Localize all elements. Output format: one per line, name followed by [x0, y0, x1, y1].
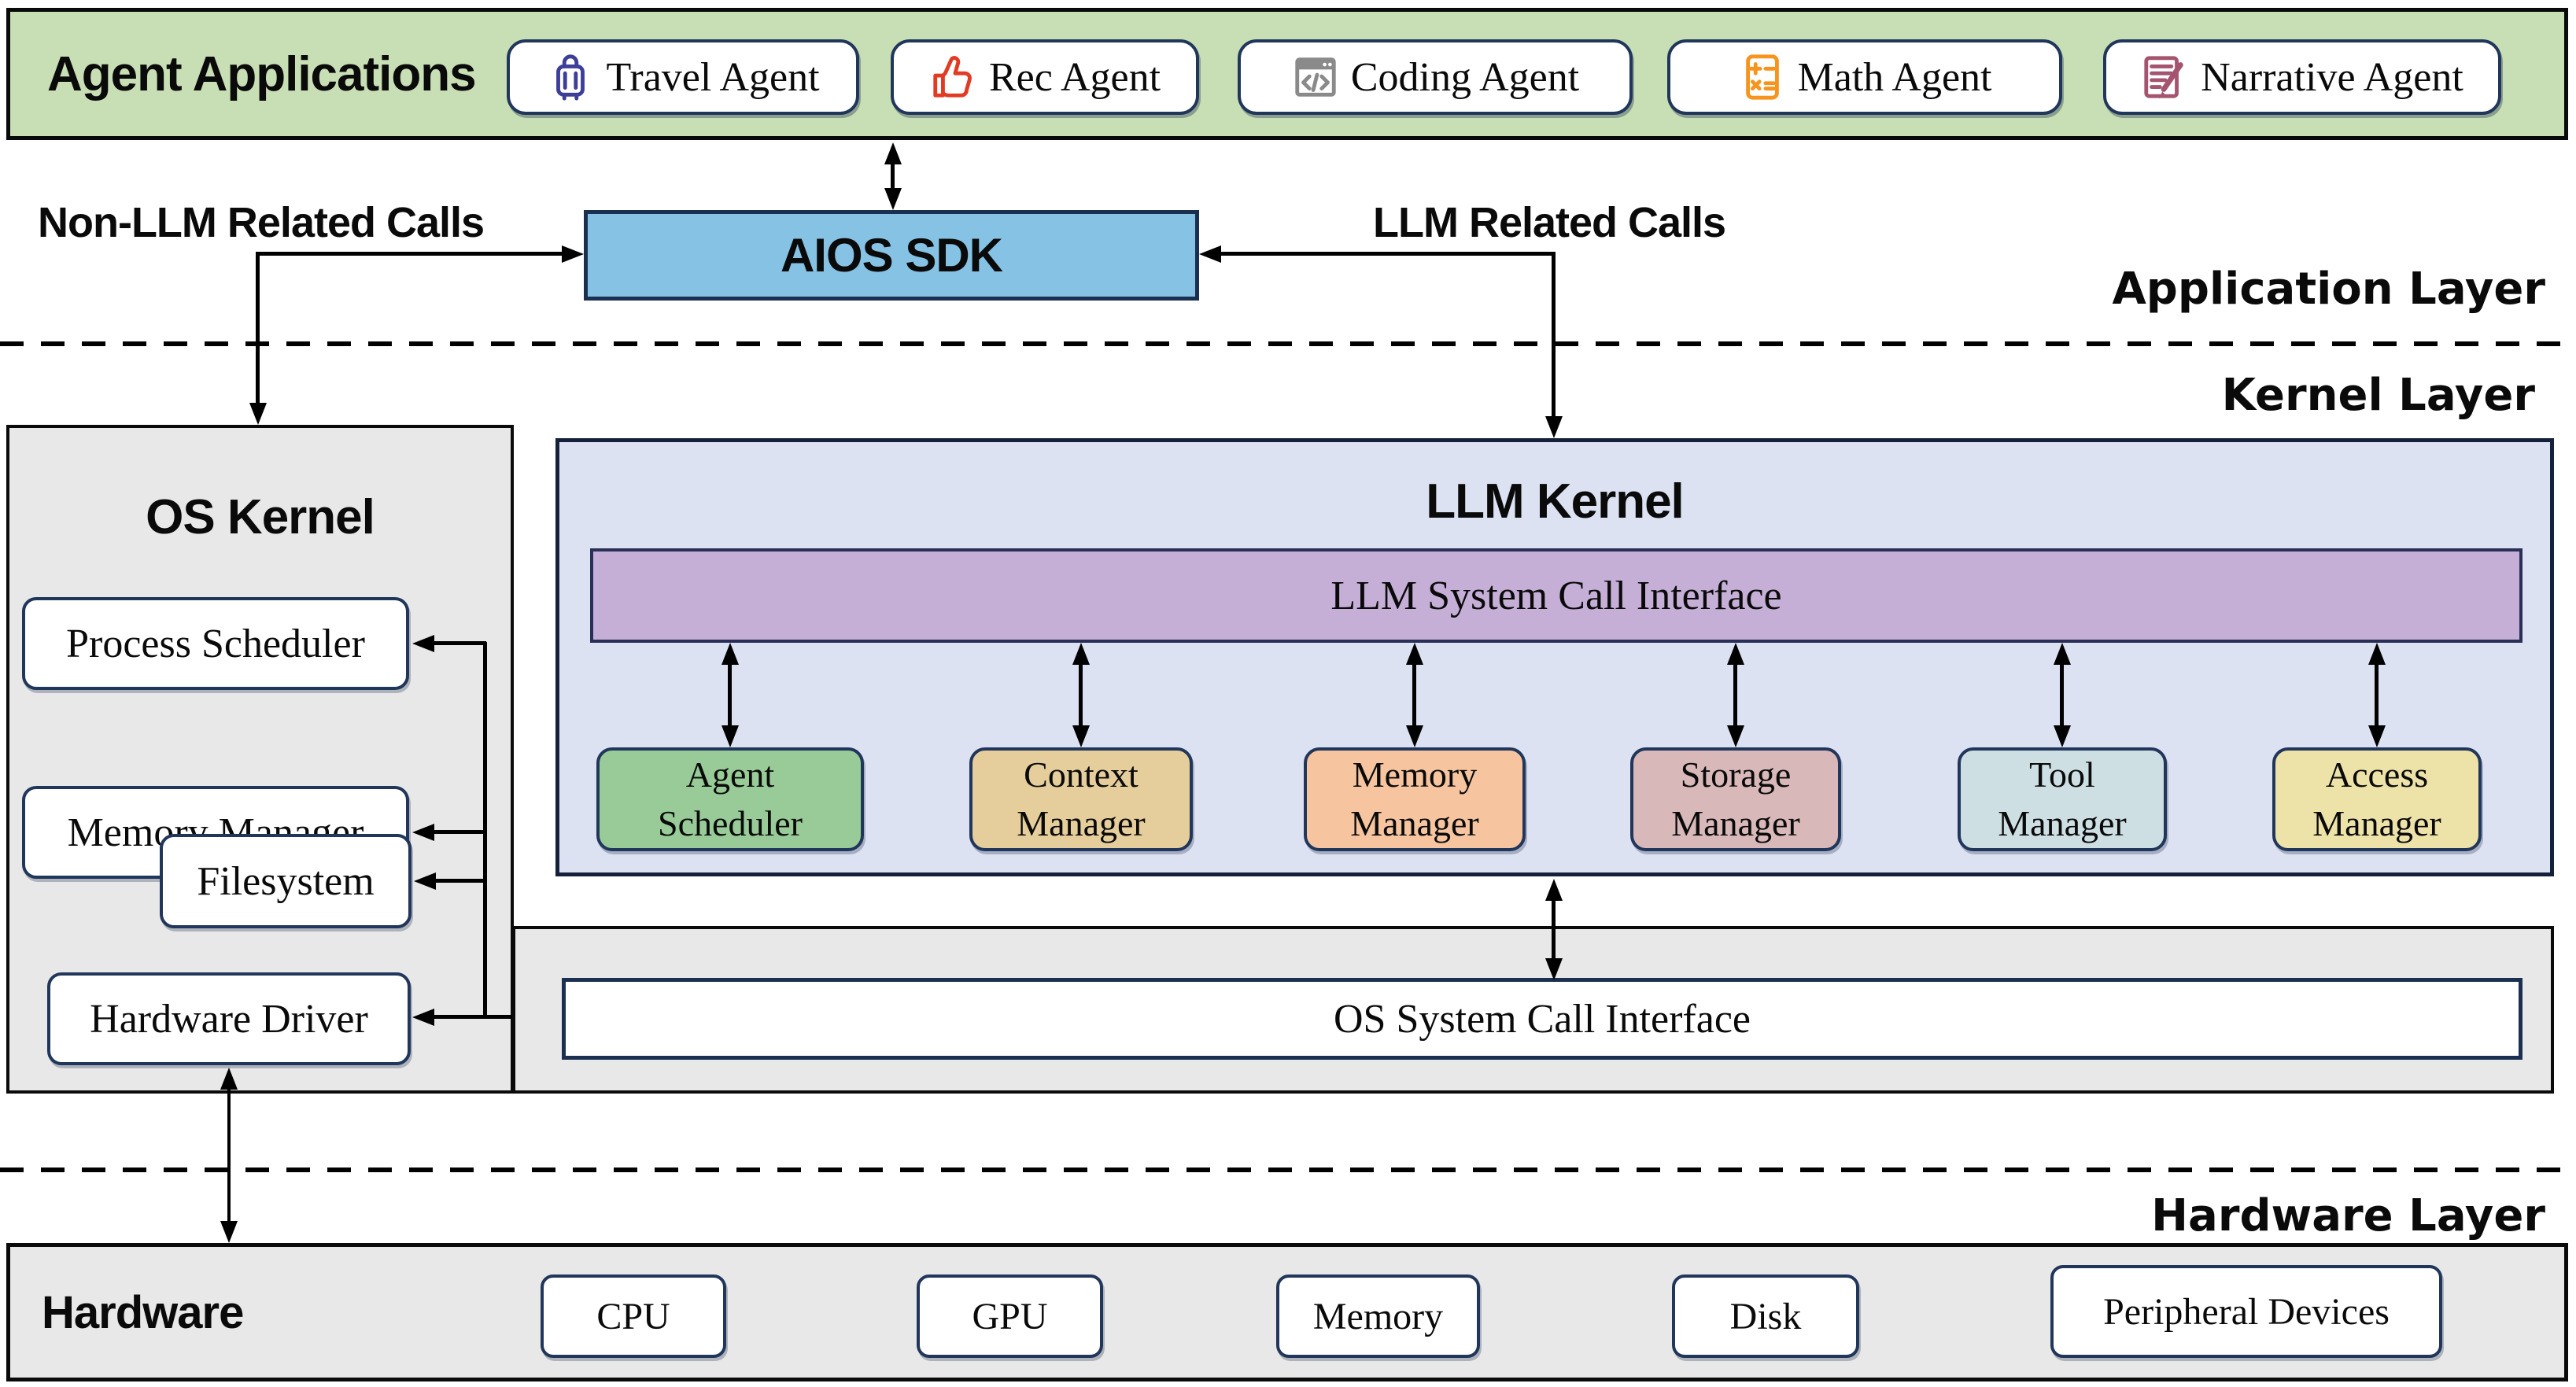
- gpu-box: GPU: [917, 1274, 1103, 1358]
- hardware-layer-label: Hardware Layer: [2151, 1190, 2545, 1241]
- math-agent-button: Math Agent: [1667, 39, 2062, 115]
- os-kernel-title: OS Kernel: [146, 490, 375, 544]
- disk-label: Disk: [1729, 1295, 1802, 1337]
- peripheral-devices-label: Peripheral Devices: [2103, 1290, 2390, 1333]
- calculator-icon: [1738, 53, 1787, 101]
- os-system-call-interface-bar: OS System Call Interface: [562, 978, 2522, 1060]
- storage-manager-label: Storage Manager: [1671, 754, 1800, 843]
- peripheral-devices-box: Peripheral Devices: [2050, 1265, 2442, 1358]
- hardware-driver-label: Hardware Driver: [90, 996, 368, 1042]
- filesystem-box: Filesystem: [160, 834, 411, 928]
- luggage-icon: [546, 53, 595, 101]
- storage-manager-box: Storage Manager: [1630, 747, 1841, 851]
- tool-manager-box: Tool Manager: [1958, 747, 2167, 851]
- coding-agent-button: Coding Agent: [1238, 39, 1633, 115]
- application-kernel-separator: [0, 341, 2576, 346]
- hardware-driver-box: Hardware Driver: [47, 972, 411, 1065]
- kernel-hardware-separator: [0, 1168, 2576, 1172]
- llm-calls-label: LLM Related Calls: [1373, 199, 1726, 246]
- llm-kernel-panel: LLM Kernel: [555, 438, 2554, 876]
- access-manager-label: Access Manager: [2312, 754, 2441, 843]
- filesystem-label: Filesystem: [197, 858, 375, 904]
- context-manager-box: Context Manager: [969, 747, 1193, 851]
- travel-agent-label: Travel Agent: [606, 54, 820, 100]
- narrative-agent-label: Narrative Agent: [2201, 54, 2463, 100]
- memory-label: Memory: [1312, 1295, 1444, 1337]
- agent-scheduler-label: Agent Scheduler: [658, 754, 803, 843]
- hardware-title: Hardware: [42, 1286, 244, 1338]
- llm-system-call-interface-bar: LLM System Call Interface: [590, 548, 2522, 643]
- aios-sdk-label: AIOS SDK: [780, 229, 1003, 282]
- rec-agent-label: Rec Agent: [988, 54, 1161, 100]
- llm-system-call-interface-label: LLM System Call Interface: [1330, 573, 1782, 618]
- process-scheduler-label: Process Scheduler: [66, 621, 365, 666]
- context-manager-label: Context Manager: [1017, 754, 1146, 843]
- thumbs-up-icon: [929, 53, 978, 101]
- aios-sdk-box: AIOS SDK: [584, 210, 1199, 301]
- coding-agent-label: Coding Agent: [1350, 54, 1580, 100]
- llm-kernel-title: LLM Kernel: [1426, 474, 1685, 529]
- cpu-label: CPU: [596, 1295, 670, 1337]
- non-llm-calls-label: Non-LLM Related Calls: [38, 199, 485, 246]
- memory-manager-llm-label: Memory Manager: [1350, 754, 1479, 843]
- application-layer-label: Application Layer: [2112, 264, 2545, 315]
- access-manager-box: Access Manager: [2272, 747, 2482, 851]
- travel-agent-button: Travel Agent: [507, 39, 859, 115]
- document-pen-icon: [2141, 53, 2190, 101]
- os-system-call-interface-label: OS System Call Interface: [1334, 996, 1751, 1042]
- gpu-label: GPU: [972, 1295, 1048, 1337]
- cpu-box: CPU: [541, 1274, 726, 1358]
- disk-box: Disk: [1672, 1274, 1859, 1358]
- process-scheduler-box: Process Scheduler: [22, 597, 409, 690]
- narrative-agent-button: Narrative Agent: [2103, 39, 2501, 115]
- agent-applications-title: Agent Applications: [47, 46, 477, 101]
- agent-scheduler-box: Agent Scheduler: [596, 747, 864, 851]
- tool-manager-label: Tool Manager: [1998, 754, 2127, 843]
- math-agent-label: Math Agent: [1797, 54, 1992, 100]
- memory-box: Memory: [1276, 1274, 1480, 1358]
- rec-agent-button: Rec Agent: [891, 39, 1199, 115]
- code-window-icon: [1291, 53, 1340, 101]
- memory-manager-llm-box: Memory Manager: [1304, 747, 1526, 851]
- kernel-layer-label: Kernel Layer: [2221, 370, 2535, 421]
